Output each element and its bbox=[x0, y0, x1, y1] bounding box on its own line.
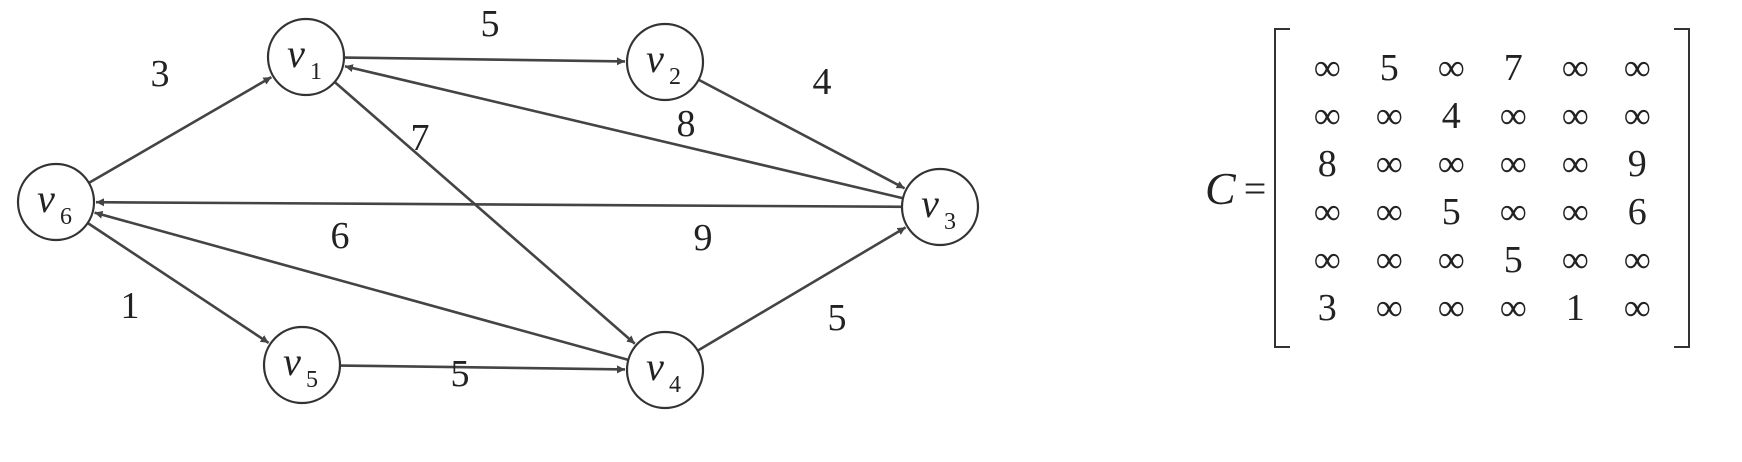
matrix-cell: 4 bbox=[1441, 95, 1461, 137]
matrix-grid: ∞ 5 ∞ 7 ∞ ∞ ∞ ∞ 4 ∞ ∞ ∞ 8 ∞ ∞ ∞ ∞ 9 ∞ ∞ 5 ∞ ∞ 6 ∞ ∞ ∞ 5 ∞ ∞ 3 ∞ ∞ ∞ 1 ∞ bbox=[1296, 44, 1668, 332]
vertex-label: v bbox=[646, 344, 664, 389]
matrix-name: C bbox=[1205, 162, 1236, 214]
vertex-circle bbox=[625, 22, 705, 102]
matrix-cell: ∞ bbox=[1499, 143, 1527, 185]
edge-v3-v6 bbox=[95, 198, 903, 209]
right-bracket bbox=[1674, 28, 1691, 348]
vertex-subscript: 1 bbox=[310, 59, 322, 85]
matrix-cell: 8 bbox=[1317, 143, 1337, 185]
left-bracket bbox=[1274, 28, 1291, 348]
matrix-cell: 6 bbox=[1627, 191, 1647, 233]
matrix-cell: 1 bbox=[1565, 287, 1585, 329]
edge-weight-v1-v2: 5 bbox=[481, 3, 500, 45]
matrix-cell: ∞ bbox=[1375, 95, 1403, 137]
matrix-cell: ∞ bbox=[1499, 287, 1527, 329]
cost-matrix: C = ∞ 5 ∞ 7 ∞ ∞ ∞ ∞ 4 ∞ ∞ ∞ 8 ∞ ∞ ∞ ∞ 9 ∞ ∞ 5 ∞ ∞ 6 ∞ ∞ ∞ 5 ∞ ∞ 3 ∞ ∞ ∞ 1 ∞ bbox=[1205, 28, 1691, 348]
matrix-cell: 5 bbox=[1503, 239, 1523, 281]
matrix-cell: ∞ bbox=[1437, 47, 1465, 89]
edge-weight-v1-v4: 7 bbox=[411, 117, 430, 159]
vertex-label: v bbox=[287, 31, 305, 76]
vertex-subscript: 6 bbox=[60, 204, 72, 230]
edge-v5-v4 bbox=[339, 364, 626, 374]
vertex-label: v bbox=[921, 181, 939, 226]
matrix-cell: 3 bbox=[1317, 287, 1337, 329]
matrix-equals-sign: = bbox=[1243, 165, 1267, 211]
vertex-circle bbox=[900, 167, 980, 247]
matrix-cell: ∞ bbox=[1313, 95, 1341, 137]
matrix-cell: ∞ bbox=[1313, 239, 1341, 281]
matrix-cell: ∞ bbox=[1375, 143, 1403, 185]
edge-weight-v2-v3: 4 bbox=[813, 61, 832, 103]
matrix-cell: ∞ bbox=[1561, 191, 1589, 233]
edge-weight-v3-v6: 9 bbox=[694, 217, 713, 259]
matrix-cell: ∞ bbox=[1375, 191, 1403, 233]
vertex-circle bbox=[262, 325, 342, 405]
matrix-cell: ∞ bbox=[1375, 239, 1403, 281]
vertex-subscript: 4 bbox=[669, 372, 681, 398]
matrix-cell: 7 bbox=[1503, 47, 1523, 89]
edge-weight-v4-v6: 6 bbox=[331, 215, 350, 257]
vertex-label: v bbox=[37, 176, 55, 221]
edge-v1-v2 bbox=[343, 56, 626, 66]
edge-weight-v3-v1: 8 bbox=[677, 103, 696, 145]
matrix-cell: 5 bbox=[1441, 191, 1461, 233]
vertex-circle bbox=[16, 162, 96, 242]
matrix-cell: ∞ bbox=[1561, 47, 1589, 89]
matrix-cell: ∞ bbox=[1313, 47, 1341, 89]
vertex-subscript: 5 bbox=[306, 367, 318, 393]
vertex-subscript: 2 bbox=[669, 64, 681, 90]
edge-v2-v3 bbox=[698, 78, 906, 190]
edge-weight-v5-v4: 5 bbox=[451, 353, 470, 395]
edge-v3-v1 bbox=[344, 64, 904, 200]
vertex-label: v bbox=[646, 36, 664, 81]
vertex-label: v bbox=[283, 339, 301, 384]
matrix-cell: ∞ bbox=[1561, 239, 1589, 281]
matrix-body: ∞ 5 ∞ 7 ∞ ∞ ∞ ∞ 4 ∞ ∞ ∞ 8 ∞ ∞ ∞ ∞ 9 ∞ ∞ 5 ∞ ∞ 6 ∞ ∞ ∞ 5 ∞ ∞ 3 ∞ ∞ ∞ 1 ∞ bbox=[1274, 28, 1691, 348]
vertex-circle bbox=[625, 330, 705, 410]
edge-v6-v1 bbox=[88, 75, 273, 185]
matrix-cell: ∞ bbox=[1561, 143, 1589, 185]
matrix-cell: ∞ bbox=[1499, 191, 1527, 233]
matrix-cell: ∞ bbox=[1437, 239, 1465, 281]
matrix-cell: 5 bbox=[1379, 47, 1399, 89]
matrix-cell: ∞ bbox=[1313, 191, 1341, 233]
edge-weight-v6-v5: 1 bbox=[121, 285, 140, 327]
edge-v6-v5 bbox=[86, 221, 270, 344]
vertex-subscript: 3 bbox=[944, 209, 956, 235]
matrix-cell: ∞ bbox=[1561, 95, 1589, 137]
edge-v1-v4 bbox=[333, 80, 636, 345]
matrix-cell: ∞ bbox=[1623, 95, 1651, 137]
edge-weight-v6-v1: 3 bbox=[151, 53, 170, 95]
matrix-cell: ∞ bbox=[1623, 287, 1651, 329]
matrix-cell: ∞ bbox=[1375, 287, 1403, 329]
matrix-cell: ∞ bbox=[1499, 95, 1527, 137]
edge-weight-v4-v3: 5 bbox=[828, 297, 847, 339]
edge-v4-v3 bbox=[697, 226, 907, 352]
matrix-cell: 9 bbox=[1627, 143, 1647, 185]
matrix-cell: ∞ bbox=[1437, 143, 1465, 185]
matrix-cell: ∞ bbox=[1437, 287, 1465, 329]
edge-v4-v6 bbox=[94, 210, 629, 362]
vertex-circle bbox=[266, 17, 346, 97]
matrix-cell: ∞ bbox=[1623, 47, 1651, 89]
matrix-cell: ∞ bbox=[1623, 239, 1651, 281]
